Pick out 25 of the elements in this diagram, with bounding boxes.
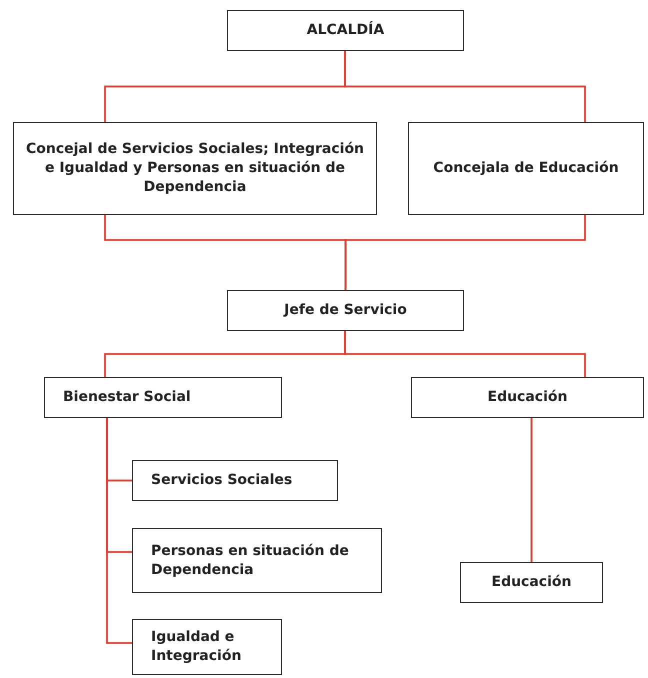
box-label: Servicios Sociales — [151, 471, 292, 490]
connector-line — [344, 331, 586, 377]
box-label: Concejal de Servicios Sociales; Integración e Igualdad y Personas en situación de Dependencia — [24, 140, 366, 197]
connector-line — [344, 215, 586, 290]
org-box — [132, 619, 282, 675]
box-label: Personas en situación de Dependencia — [151, 542, 350, 580]
org-box — [408, 122, 644, 215]
box-label: Jefe de Servicio — [284, 301, 407, 320]
connector-line — [530, 418, 532, 562]
org-box — [44, 377, 282, 418]
org-box — [13, 122, 377, 215]
connector-line — [106, 418, 132, 644]
box-label: Igualdad e Integración — [151, 628, 242, 666]
box-label: Bienestar Social — [63, 388, 191, 407]
connector-line — [344, 51, 586, 122]
org-box — [132, 460, 338, 501]
box-label: Concejala de Educación — [433, 159, 619, 178]
box-label: Educación — [488, 388, 568, 407]
org-box — [460, 562, 603, 603]
box-label: ALCALDÍA — [306, 21, 384, 40]
box-label: Educación — [492, 573, 572, 592]
org-box — [227, 10, 464, 51]
org-box — [411, 377, 644, 418]
org-box — [132, 528, 382, 593]
org-box — [227, 290, 464, 331]
